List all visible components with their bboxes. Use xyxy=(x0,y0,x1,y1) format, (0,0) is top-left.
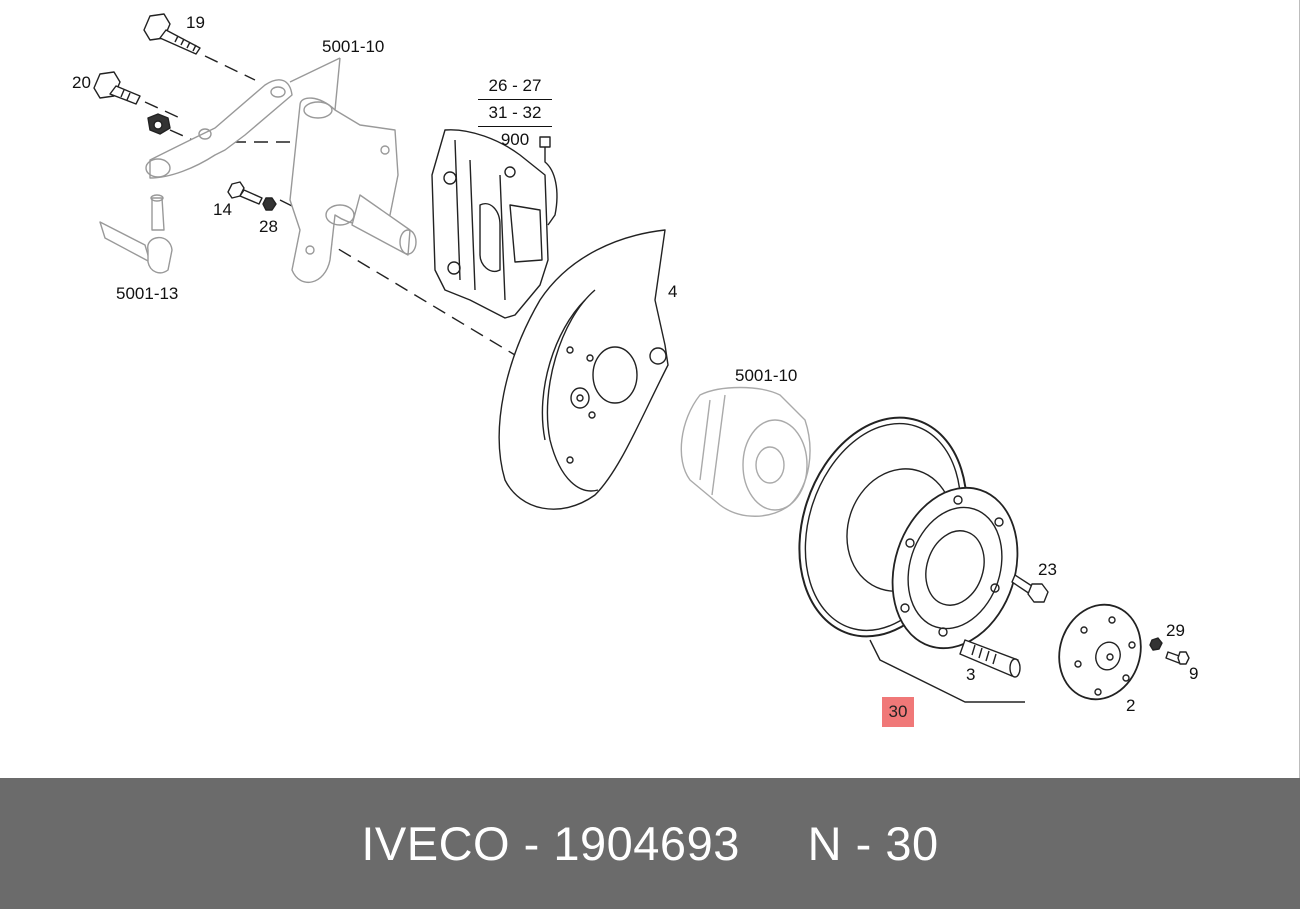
label-4: 4 xyxy=(668,282,678,301)
label-3: 3 xyxy=(966,665,976,684)
label-5001-13: 5001-13 xyxy=(116,284,179,303)
hub-cap-part xyxy=(1058,603,1142,701)
brake-disc-hub-part xyxy=(798,416,1025,703)
highlighted-part-label: 30 xyxy=(882,697,914,727)
label-2: 2 xyxy=(1126,696,1136,715)
nut-part xyxy=(147,113,171,135)
spacer xyxy=(740,816,808,871)
brake-caliper-part xyxy=(431,129,558,319)
separator: - xyxy=(842,817,886,870)
brand-name: IVECO xyxy=(361,817,511,870)
bolt-20-part xyxy=(93,71,141,105)
dust-shield-part xyxy=(498,229,669,510)
bolt-14-part xyxy=(227,181,277,211)
screw-9-part xyxy=(1149,637,1190,665)
position-number: 30 xyxy=(885,817,939,870)
diagram-drawing xyxy=(93,13,1190,703)
label-9: 9 xyxy=(1189,664,1199,683)
label-5001-10-mid: 5001-10 xyxy=(735,366,798,385)
position-letter: N xyxy=(807,817,843,870)
fraction-row-3: 900 xyxy=(500,130,530,149)
part-info-footer: IVECO - 1904693 N - 30 xyxy=(0,778,1300,909)
label-5001-10-top: 5001-10 xyxy=(322,37,385,56)
exploded-parts-diagram: 19 20 5001-10 14 28 5001-13 26 - 27 31 -… xyxy=(72,0,1300,778)
bolt-23-part xyxy=(1011,574,1049,603)
label-14: 14 xyxy=(213,200,232,219)
part-number: 1904693 xyxy=(553,817,740,870)
wheel-bearing-part xyxy=(680,386,811,517)
callout-fraction: 26 - 27 31 - 32 900 xyxy=(478,73,552,153)
separator: - xyxy=(510,817,554,870)
fraction-row-1: 26 - 27 xyxy=(478,73,552,100)
label-20: 20 xyxy=(72,73,91,92)
label-28: 28 xyxy=(259,217,278,236)
steering-arm-part xyxy=(145,57,341,179)
steering-knuckle-part xyxy=(289,97,417,283)
label-29: 29 xyxy=(1166,621,1185,640)
label-19: 19 xyxy=(186,13,205,32)
label-23: 23 xyxy=(1038,560,1057,579)
fraction-row-2: 31 - 32 xyxy=(478,100,552,127)
stud-3-part xyxy=(959,639,1021,678)
tie-rod-end-part xyxy=(99,194,173,274)
bolt-19-part xyxy=(143,13,201,55)
